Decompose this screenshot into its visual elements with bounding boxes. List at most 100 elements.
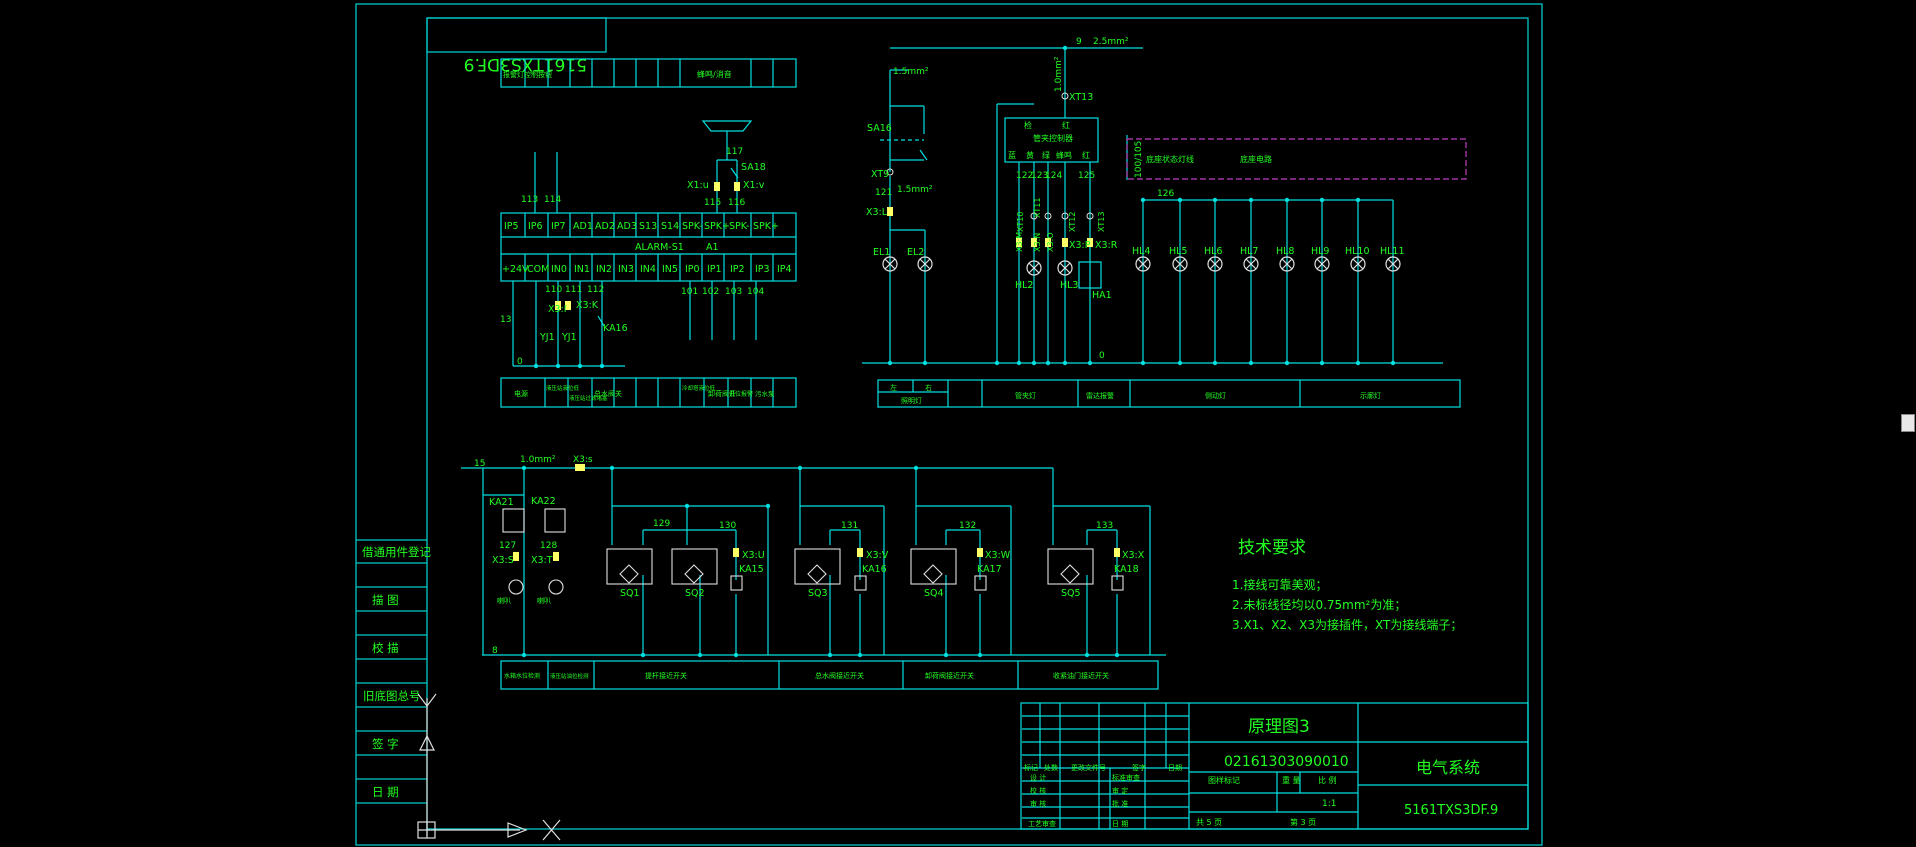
scrollbar-thumb[interactable] [1901,414,1915,432]
lighting-component-label: XT10 [1016,212,1025,232]
lighting-wiring [862,47,1443,364]
controller-row2: 蜂鸣 [1056,150,1072,160]
plc-top-header-table [500,58,797,88]
lamp-label: HL11 [1380,246,1405,257]
plc-top-terminal: SPK- [729,221,749,232]
lamp-hl10 [1350,256,1366,272]
terminal-label: X3:T [531,555,553,566]
plc-wire-label: 113 [521,195,538,205]
plc-module-id: A1 [706,242,719,253]
sensor-wire-label: 15 [474,459,485,469]
stage-header: 图样标记 [1208,775,1240,785]
horn-label: 喇叭 [497,596,511,605]
lamp-el2 [917,256,933,272]
lighting-junctions [887,45,1396,366]
lamp-label: HL5 [1169,246,1187,257]
plc-top-terminal: SPK- [682,221,702,232]
sensor-component-labels: KA21 KA22 X3:S X3:T X3:U X3:V X3:W X3:X … [489,496,1145,605]
lighting-component-labels: SA16 XT9 X3:L EL1 EL2 XT13 X3:M X3:N X3:… [866,92,1118,301]
stage-header: 重 量 [1282,775,1301,785]
plc-wire-label: 117 [726,147,743,157]
lighting-header-cell: 示廓灯 [1360,391,1381,400]
lighting-wire-label: 125 [1078,171,1095,181]
title-left-row: 审 定 [1112,786,1128,795]
title-head-cell: 处数 [1044,763,1058,772]
drawing-frame [355,3,1543,846]
sensor-header-cell: 水箱水位检测 [504,672,540,680]
lighting-component-label: X3:P [1069,240,1091,251]
dashed-box-left: 底座状态灯线 [1146,154,1194,164]
plc-bottom-header-cell: 液压站过滤堵塞 [569,394,608,402]
title-left-row: 审 核 [1030,799,1046,808]
plc-module [500,212,797,282]
lighting-bottom-header-text: 左 右 照明灯 管夹灯 雷达报警 侧动灯 示廓灯 [890,383,1381,405]
plc-bottom-terminal: IP4 [777,264,792,275]
lamp-hl5 [1172,256,1188,272]
plc-top-terminal: AD3 [617,221,637,232]
lighting-wire-label: 126 [1157,189,1174,199]
sensor-header-cell: 提杆接近开关 [645,671,687,680]
lamp-hl3 [1057,260,1073,276]
plc-bottom-terminal: IP3 [755,264,770,275]
sheet-number: 第 3 页 [1290,817,1316,827]
plc-top-terminal: IP7 [551,221,566,232]
plc-bottom-terminal: IN4 [640,264,656,275]
tech-item: 3.X1、X2、X3为接插件，XT为接线端子； [1232,617,1462,632]
sensor-wire-label: 8 [492,646,498,656]
plc-bottom-terminal: IN5 [662,264,678,275]
plc-bottom-header-cell: 冷却塔液位低 [682,384,716,392]
plc-component-label: SA18 [741,162,766,173]
sensor-wire-label: X3:s [573,455,593,465]
projection-symbols [417,693,561,841]
plc-top-terminal: S13 [639,221,657,232]
sensor-wire-label: 130 [719,521,736,531]
relay-label: KA22 [531,496,556,507]
lighting-dashed-box [1126,138,1467,180]
lighting-component-label: XT12 [1068,212,1077,232]
title-left-row: 批 准 [1112,799,1128,808]
lighting-wire-label: 9 [1076,37,1082,47]
sensor-wire-label: 128 [540,541,557,551]
title-head-cell: 签字 [1132,763,1146,772]
lamp-label: HL8 [1276,246,1294,257]
sensor-wire-label: 132 [959,521,976,531]
sheets-total: 共 5 页 [1196,818,1222,827]
system-name: 电气系统 [1416,758,1480,777]
controller-row1-b: 红 [1062,120,1070,130]
lighting-bottom-header-table [877,379,1461,408]
tech-title: 技术要求 [1238,538,1306,558]
terminal-label: X3:V [866,550,889,561]
plc-top-terminal: SPK+ [753,221,779,232]
plc-top-terminal: IP6 [528,221,543,232]
plc-top-header-0: 报警灯控制按钮 [503,70,552,79]
lighting-wire-label: 100/105 [1134,141,1144,178]
lighting-controller-text: 管夹控制器 检 红 蓝 黄 绿 蜂鸣 红 底座状态灯线 底座电路 [1008,120,1272,164]
coil-label: KA18 [1114,564,1139,575]
plc-wire-label: 116 [728,198,745,208]
lighting-wire-label: 121 [875,188,892,198]
plc-top-terminal: S14 [661,221,679,232]
plc-wire-label: 0 [517,357,523,367]
sensor-wire-label: 133 [1096,521,1113,531]
sensor-header-cell: 液压站油位检测 [550,672,589,680]
plc-bottom-header-cell: 低位报警 [729,390,753,398]
lighting-component-label: EL2 [907,247,924,258]
plc-wire-label: 103 [725,287,742,297]
plc-wire-label: 102 [702,287,719,297]
vertical-scrollbar[interactable] [1901,0,1916,847]
lighting-wire-label: 123 [1031,171,1048,181]
title-head-cell: 更改文件号 [1071,763,1106,772]
coil-label: KA17 [977,564,1002,575]
lighting-component-label: XT13 [1097,212,1106,232]
sensor-header-cell: 收紧油门接近开关 [1053,671,1109,680]
lighting-wire-label: 0 [1099,351,1105,361]
lighting-header-cell: 管夹灯 [1015,391,1036,400]
controller-row1-a: 检 [1024,120,1032,130]
lighting-header-cell: 侧动灯 [1205,391,1226,400]
plc-component-label: X1:u [687,180,709,191]
dashed-box-right: 底座电路 [1240,154,1272,164]
lighting-component-label: HA1 [1092,290,1112,301]
plc-wiring [512,120,757,367]
lighting-component-label: SA16 [867,123,892,134]
